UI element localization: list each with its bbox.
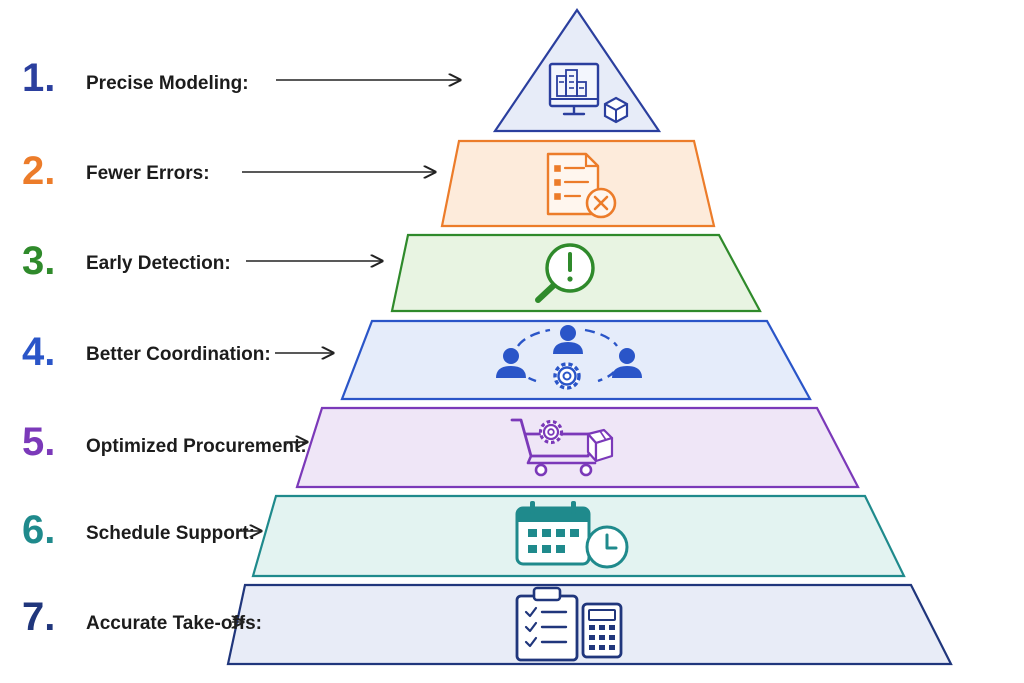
building-model-monitor-icon bbox=[548, 62, 629, 124]
clipboard-calculator-icon bbox=[515, 586, 623, 662]
row-label-3: Early Detection: bbox=[86, 253, 231, 274]
row-number-7: 7. bbox=[22, 595, 55, 639]
row-label-5: Optimized Procurement: bbox=[86, 436, 307, 457]
row-number-1: 1. bbox=[22, 56, 55, 100]
row-number-6: 6. bbox=[22, 508, 55, 552]
team-coordination-icon bbox=[496, 325, 642, 390]
document-error-icon bbox=[546, 152, 617, 219]
row-label-6: Schedule Support: bbox=[86, 523, 255, 544]
pyramid-layer-5 bbox=[295, 406, 860, 489]
row-number-3: 3. bbox=[22, 239, 55, 283]
row-label-4: Better Coordination: bbox=[86, 344, 271, 365]
row-label-2: Fewer Errors: bbox=[86, 163, 210, 184]
magnifier-alert-icon bbox=[535, 243, 595, 303]
calendar-clock-icon bbox=[515, 501, 629, 569]
cart-procurement-icon bbox=[510, 418, 614, 477]
row-label-7: Accurate Take-offs: bbox=[86, 613, 262, 634]
row-number-5: 5. bbox=[22, 420, 55, 464]
row-number-4: 4. bbox=[22, 330, 55, 374]
pyramid-layer-4 bbox=[340, 319, 812, 401]
row-label-1: Precise Modeling: bbox=[86, 73, 249, 94]
row-number-2: 2. bbox=[22, 149, 55, 193]
